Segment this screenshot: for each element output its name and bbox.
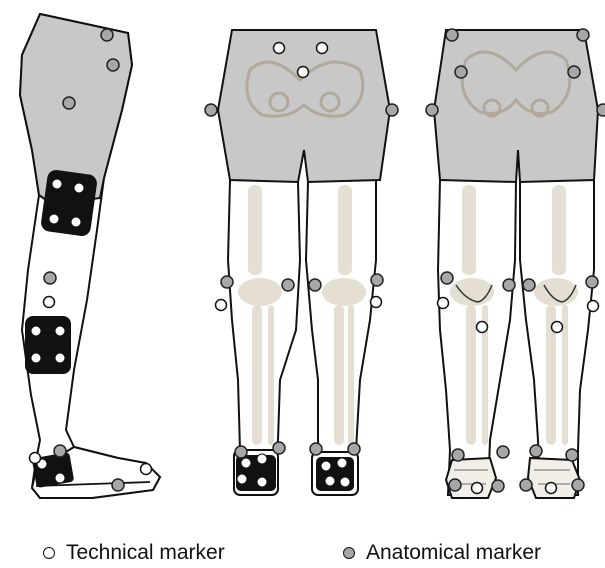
technical-marker-swatch-icon (43, 547, 55, 559)
legend-technical-label: Technical marker (66, 541, 225, 565)
lateral-thigh-cluster (40, 169, 98, 237)
posterior-shoes (446, 458, 580, 498)
marker-placement-figure (0, 0, 605, 520)
anatomical-marker-swatch-icon (343, 547, 355, 559)
legend-technical-marker: Technical marker (43, 538, 225, 568)
posterior-view (426, 29, 605, 498)
anterior-right-leg-outline (228, 180, 300, 490)
posterior-pelvis-shade (434, 30, 598, 182)
legend-anatomical-label: Anatomical marker (366, 541, 541, 565)
anterior-view (205, 30, 398, 495)
legend-anatomical-marker: Anatomical marker (343, 538, 541, 568)
anterior-shoes (234, 450, 358, 495)
lateral-view (20, 14, 160, 498)
lateral-shank-cluster (25, 316, 71, 374)
